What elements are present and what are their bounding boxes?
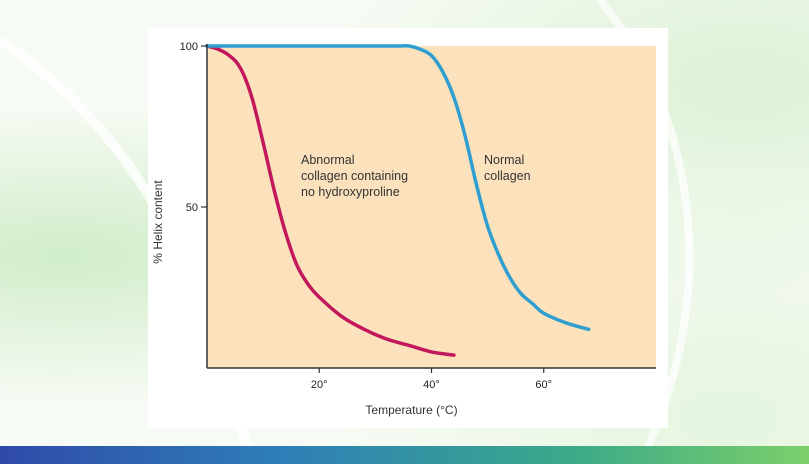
x-tick-label: 20°	[311, 379, 328, 391]
y-tick-label: 100	[180, 41, 198, 53]
plot-area	[207, 46, 656, 368]
helix-content-chart: 20° 40° 60° 50 100 Abnormal collagen contain…	[151, 41, 656, 417]
x-tick-label: 60°	[535, 379, 552, 391]
annotation-normal-line-1: Normal	[484, 153, 524, 167]
normal-collagen-curve	[205, 44, 591, 332]
annotation-normal-line-2: collagen	[484, 169, 531, 183]
y-axis-label: % Helix content	[151, 180, 165, 264]
x-axis-label: Temperature (°C)	[365, 403, 457, 417]
abnormal-collagen-curve	[205, 44, 456, 357]
y-tick-label: 50	[186, 202, 198, 214]
x-tick-label: 40°	[423, 379, 440, 391]
annotation-abnormal-line-2: collagen containing	[301, 169, 408, 183]
annotation-abnormal: Abnormal collagen containing no hydroxyp…	[301, 153, 412, 199]
annotation-abnormal-line-3: no hydroxyproline	[301, 185, 400, 199]
annotation-abnormal-line-1: Abnormal	[301, 153, 355, 167]
annotation-normal: Normal collagen	[484, 153, 531, 183]
slide-bottom-bar	[0, 446, 809, 464]
